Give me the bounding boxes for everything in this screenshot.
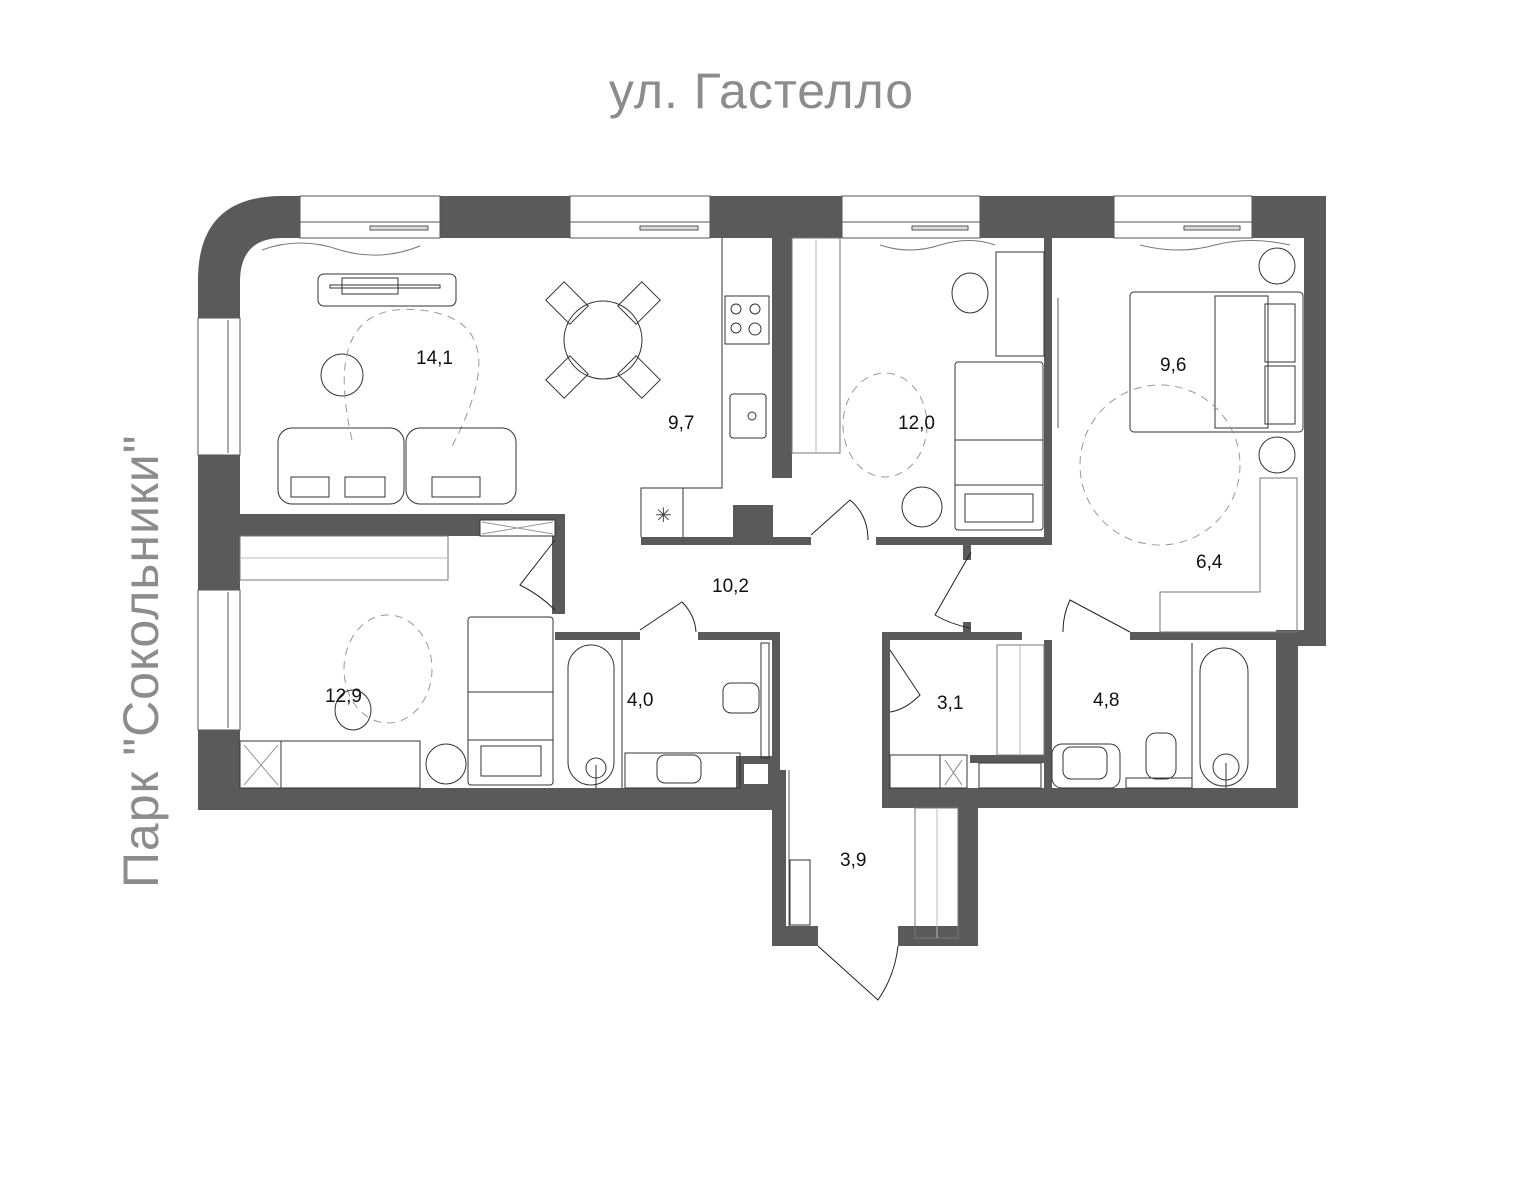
sink-icon-2: [1051, 743, 1121, 789]
area-dressing: 6,4: [1196, 552, 1223, 573]
kitchen-sink-icon: [729, 393, 767, 439]
toilet-icon-2: [1145, 732, 1177, 780]
doors: [519, 499, 1131, 1001]
area-entrance: 3,9: [840, 850, 866, 871]
area-bedroom-center: 12,0: [898, 413, 935, 434]
walls: [198, 196, 1326, 946]
stove-icon: [724, 295, 770, 345]
svg-text:✳: ✳: [655, 505, 672, 527]
toilet-icon: [722, 682, 760, 714]
tv-stand-icon: [317, 273, 457, 307]
bathtub-icon: [567, 644, 615, 786]
area-hall: 10,2: [712, 576, 749, 597]
area-living: 14,1: [416, 348, 453, 369]
area-kitchen: 9,7: [668, 413, 694, 434]
single-bed-icon: [954, 361, 1044, 531]
area-laundry: 3,1: [937, 693, 963, 714]
single-bed-icon-2: [467, 616, 554, 786]
armchair-icon: [951, 272, 989, 314]
area-labels: 14,1 9,7 12,0 9,6 6,4 10,2 12,9 4,0 3,1 …: [325, 348, 1223, 871]
area-bath-right: 4,8: [1093, 690, 1119, 711]
area-bath-left: 4,0: [627, 690, 653, 711]
coffee-table-icon: [320, 353, 364, 397]
windows: [197, 195, 1253, 731]
fixtures: ✳: [239, 237, 1304, 939]
area-master-bedroom: 9,6: [1160, 355, 1186, 376]
sink-icon: [656, 754, 702, 784]
street-label: ул. Гастелло: [608, 63, 915, 119]
area-bedroom-left: 12,9: [325, 686, 362, 707]
dining-table-icon: [563, 300, 643, 380]
sofa-icon: [277, 427, 405, 505]
bathtub-icon-2: [1199, 647, 1249, 787]
double-bed-icon: [1129, 291, 1304, 433]
